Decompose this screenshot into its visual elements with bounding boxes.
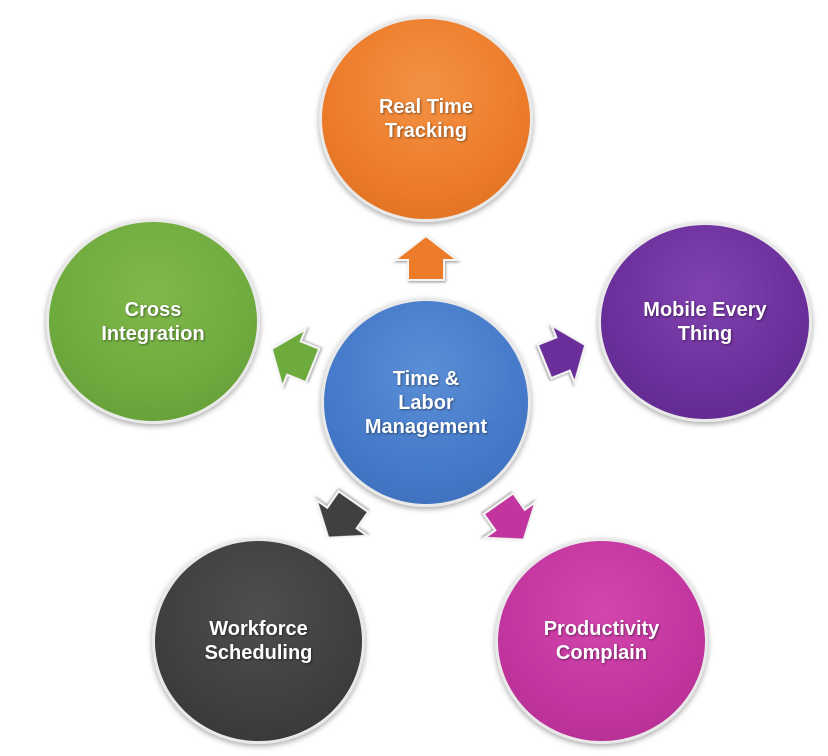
node-real-time-tracking: Real Time Tracking xyxy=(319,16,533,222)
center-label: Time & Labor Management xyxy=(364,367,488,438)
node-mobile-every-thing: Mobile Every Thing xyxy=(598,222,812,422)
node-label: Productivity Complain xyxy=(543,618,660,664)
node-productivity-complain: Productivity Complain xyxy=(495,538,708,744)
arrow-bottom-right-icon xyxy=(481,491,538,541)
node-label: Cross Integration xyxy=(101,298,205,345)
node-workforce-scheduling: Workforce Scheduling xyxy=(152,538,365,744)
arrow-right-icon xyxy=(536,322,587,386)
arrow-up-icon xyxy=(392,234,460,281)
node-label: Real Time Tracking xyxy=(378,96,474,142)
node-label: Mobile Every Thing xyxy=(643,299,767,345)
arrow-bottom-left-icon xyxy=(314,489,371,539)
arrow-left-icon xyxy=(270,326,321,390)
node-label: Workforce Scheduling xyxy=(204,618,313,664)
node-cross-integration: Cross Integration xyxy=(46,219,260,424)
center-node-time-labor-management: Time & Labor Management xyxy=(321,298,531,507)
